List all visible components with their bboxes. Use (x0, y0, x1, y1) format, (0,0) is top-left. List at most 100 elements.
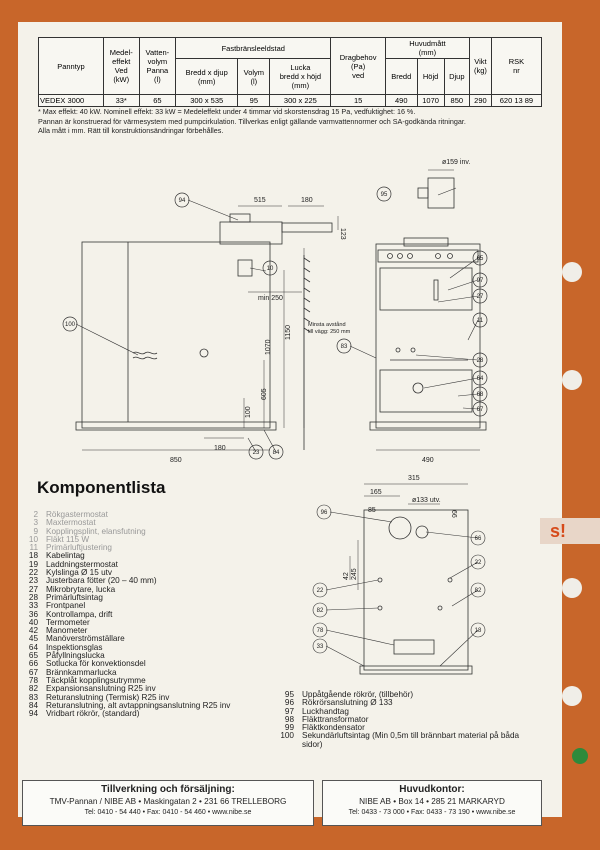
callout-82-right: 82 (475, 588, 482, 594)
item-number: 100 (280, 731, 294, 741)
dim-123: 123 (339, 228, 346, 240)
footer-headquarters: Huvudkontor: NIBE AB • Box 14 • 285 21 M… (322, 780, 542, 826)
dim-66: 66 (450, 510, 457, 518)
item-text: Maxtermostat (46, 518, 96, 528)
th-hojd: Höjd (416, 58, 445, 95)
item-text: Rökrörsanslutning Ø 133 (302, 698, 393, 708)
item-number: 67 (28, 667, 38, 677)
item-text: Termometer (46, 617, 90, 627)
callout-labels: 94 10 100 23 84 95 65 97 27 11 83 28 64 … (65, 192, 484, 456)
binder-hole (562, 262, 582, 282)
th-djup: Djup (443, 58, 470, 95)
th-bredd-djup: Bredd x djup(mm) (175, 58, 239, 95)
cell-djup: 850 (443, 94, 470, 107)
footer-right-contact: Tel: 0433 - 73 000 • Fax: 0433 - 73 190 … (348, 809, 516, 816)
cell-bredd: 490 (384, 94, 418, 107)
callout-83: 83 (341, 344, 348, 350)
eco-badge-icon (572, 748, 588, 764)
footer-right-address: NIBE AB • Box 14 • 285 21 MARKARYD (359, 797, 505, 806)
dim-42: 42 (343, 572, 350, 580)
footer-left-address: TMV-Pannan / NIBE AB • Maskingatan 2 • 2… (49, 797, 287, 806)
callout-67: 67 (477, 407, 484, 413)
dim-515: 515 (254, 197, 266, 204)
item-text: Laddningstermostat (46, 559, 118, 569)
komponentlista-title: Komponentlista (37, 478, 166, 497)
dim-245: 245 (351, 568, 358, 580)
side-view (75, 213, 333, 450)
dim-165: 165 (370, 489, 382, 496)
callout-94: 94 (179, 198, 186, 204)
callout-100: 100 (65, 322, 76, 328)
footer-left-heading: Tillverkning och försäljning: (101, 784, 235, 795)
item-number: 9 (33, 526, 38, 536)
dim-minsta-1: Minsta avstånd (308, 321, 346, 328)
item-number: 84 (28, 700, 38, 710)
note-construction: Pannan är konstruerad för värmesystem me… (38, 116, 466, 126)
note-measurements: Alla mått i mm. Rätt till konstruktionsä… (38, 126, 224, 136)
item-text: Fläkttransformator (302, 714, 369, 724)
dim-1150: 1150 (285, 325, 292, 340)
footer-left-contact: Tel: 0410 - 54 440 • Fax: 0410 - 54 460 … (84, 809, 252, 816)
item-number: 22 (28, 568, 38, 578)
item-number: 99 (284, 723, 294, 733)
list-item: 45 Manöverströmställare (28, 634, 230, 644)
item-text: Manöverströmställare (46, 634, 125, 644)
dim-180: 180 (214, 445, 226, 452)
th-panntyp: Panntyp (38, 37, 104, 95)
item-text: Sotlucka för konvektionsdel (46, 659, 146, 669)
item-text: Täckplåt kopplingsutrymme (46, 675, 146, 685)
notes: * Max effekt: 40 kW. Nominell effekt: 33… (38, 107, 548, 137)
rear-callouts (312, 504, 486, 667)
item-text: Returanslutning, alt avtappningsanslutni… (46, 700, 231, 710)
dim-minsta-2: till vägg: 250 mm (308, 329, 351, 335)
item-number: 98 (284, 714, 294, 724)
item-text: Fläktkondensator (302, 723, 365, 733)
item-number: 19 (28, 559, 38, 569)
callout-78: 78 (317, 628, 324, 634)
callout-82-left: 82 (317, 608, 324, 614)
item-number: 18 (28, 551, 38, 561)
list-item: 22 Kylslinga Ø 15 utv (28, 568, 230, 578)
item-number: 82 (28, 684, 38, 694)
dim-133: ø133 utv. (412, 497, 441, 504)
callout-10: 10 (267, 266, 274, 272)
dim-315: 315 (408, 475, 420, 482)
item-text: Kylslinga Ø 15 utv (46, 568, 112, 578)
item-text: Expansionsanslutning R25 inv (46, 684, 156, 694)
item-number: 10 (28, 534, 38, 544)
dim-85: 85 (368, 507, 376, 514)
item-number: 95 (284, 690, 294, 699)
callout-23: 23 (253, 450, 260, 456)
item-number: 36 (28, 609, 38, 619)
note-max-effekt: * Max effekt: 40 kW. Nominell effekt: 33… (38, 107, 416, 116)
red-tab-fragment: s! (540, 518, 600, 544)
technical-drawing: 515 180 123 min 250 Minsta avstånd till … (62, 159, 488, 464)
th-vikt: Vikt(kg) (468, 37, 492, 95)
item-text: Luckhandtag (302, 706, 349, 716)
item-number: 3 (33, 518, 38, 528)
chimney-accessory (417, 169, 455, 209)
binder-hole (562, 578, 582, 598)
item-number: 45 (28, 634, 38, 644)
th-bredd: Bredd (384, 58, 418, 95)
item-text: Kopplingsplint, elansfutning (46, 526, 146, 536)
footer-right-heading: Huvudkontor: (399, 784, 465, 795)
item-text: Primärluftsintag (46, 592, 103, 602)
item-number: 65 (28, 651, 38, 661)
callout-22-right: 22 (475, 560, 482, 566)
item-text: Vridbart rökrör, (standard) (46, 709, 140, 719)
